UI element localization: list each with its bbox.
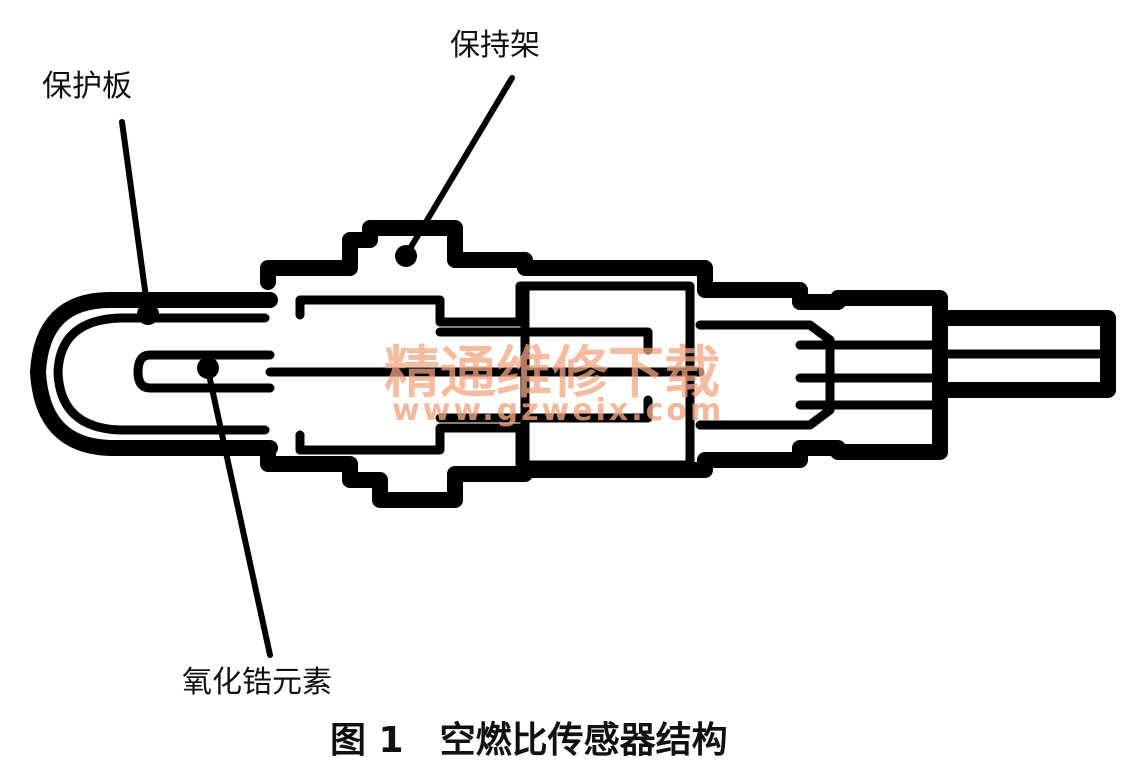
inner-sleeve xyxy=(435,327,653,423)
holder-label: 保持架 xyxy=(450,28,540,63)
zirconia-element-leader-dot xyxy=(197,357,219,379)
zirconia-element-leader xyxy=(205,367,273,658)
holder-leader xyxy=(405,75,515,255)
holder-leader-dot xyxy=(395,245,417,267)
protective-plate-label: 保护板 xyxy=(42,69,132,104)
protective-plate-leader-dot xyxy=(137,303,159,325)
figure-caption: 图 1 空燃比传感器结构 xyxy=(330,720,728,761)
watermark-url: www.gzweix.com xyxy=(392,393,724,428)
rear-connector-wires xyxy=(795,340,945,410)
sensor-cable xyxy=(932,310,1116,398)
watermark-title: 精通维修下载 xyxy=(384,340,720,406)
protective-plate-shape xyxy=(30,292,278,456)
zirconia-element-shape xyxy=(133,350,275,393)
protective-plate-leader xyxy=(119,119,151,315)
protective-plate-inner xyxy=(53,313,270,435)
zirconia-element-label: 氧化锆元素 xyxy=(182,665,332,700)
